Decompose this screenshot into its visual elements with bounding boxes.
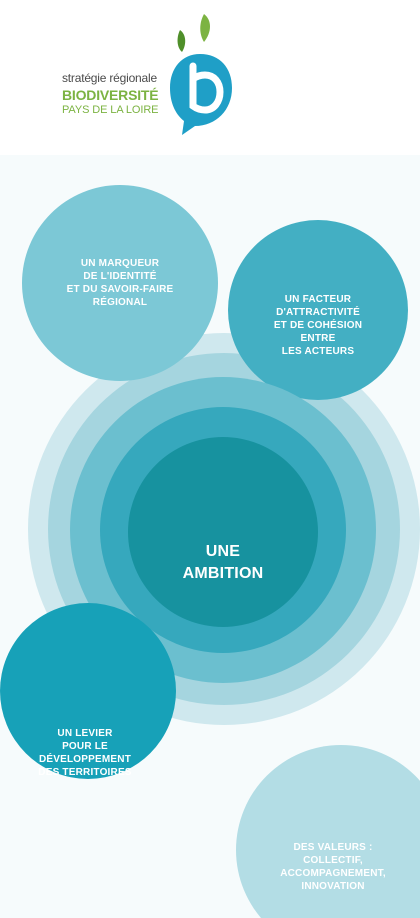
label-line: ACCOMPAGNEMENT, bbox=[280, 868, 386, 879]
label-line: UN LEVIER bbox=[57, 728, 113, 739]
label-line: AMBITION bbox=[182, 565, 264, 582]
label-line: RÉGIONAL bbox=[92, 297, 148, 308]
label-developpement: UN LEVIER POUR LE DÉVELOPPEMENT DES TERR… bbox=[10, 727, 160, 779]
label-line: UN MARQUEUR bbox=[80, 258, 160, 269]
label-ambition: UNE AMBITION bbox=[120, 541, 326, 585]
label-line: ET DE COHÉSION bbox=[273, 320, 363, 331]
label-line: ENTRE bbox=[300, 333, 336, 344]
label-line: D'ATTRACTIVITÉ bbox=[276, 307, 360, 318]
label-line: UN FACTEUR bbox=[284, 294, 352, 305]
bubble-developpement bbox=[0, 603, 176, 779]
bubble-identite bbox=[22, 185, 218, 381]
label-line: DÉVELOPPEMENT bbox=[38, 754, 132, 765]
label-attractivite: UN FACTEUR D'ATTRACTIVITÉ ET DE COHÉSION… bbox=[238, 293, 398, 358]
label-line: LES ACTEURS bbox=[281, 346, 355, 357]
logo-line-strategie: stratégie régionale bbox=[62, 71, 157, 85]
label-line: POUR LE bbox=[62, 741, 108, 752]
label-valeurs: DES VALEURS : COLLECTIF, ACCOMPAGNEMENT,… bbox=[246, 841, 420, 893]
logo-b-leaf-icon bbox=[170, 14, 232, 135]
label-identite: UN MARQUEUR DE L'IDENTITÉ ET DU SAVOIR-F… bbox=[40, 257, 200, 309]
ambition-diagram: UN MARQUEUR DE L'IDENTITÉ ET DU SAVOIR-F… bbox=[0, 155, 420, 918]
label-line: DES TERRITOIRES bbox=[38, 767, 132, 778]
label-line: ET DU SAVOIR-FAIRE bbox=[66, 284, 174, 295]
logo-line-biodiversite: BIODIVERSITÉ bbox=[62, 87, 159, 103]
label-line: DE L'IDENTITÉ bbox=[83, 271, 157, 282]
logo: stratégie régionale BIODIVERSITÉ PAYS DE… bbox=[62, 10, 232, 135]
ring-core bbox=[128, 437, 318, 627]
label-line: UNE bbox=[205, 543, 241, 560]
bubble-attractivite bbox=[228, 220, 408, 400]
label-line: COLLECTIF, bbox=[303, 855, 363, 866]
label-line: DES VALEURS : bbox=[293, 842, 373, 853]
label-line: INNOVATION bbox=[301, 881, 365, 892]
logo-line-region: PAYS DE LA LOIRE bbox=[62, 104, 159, 116]
